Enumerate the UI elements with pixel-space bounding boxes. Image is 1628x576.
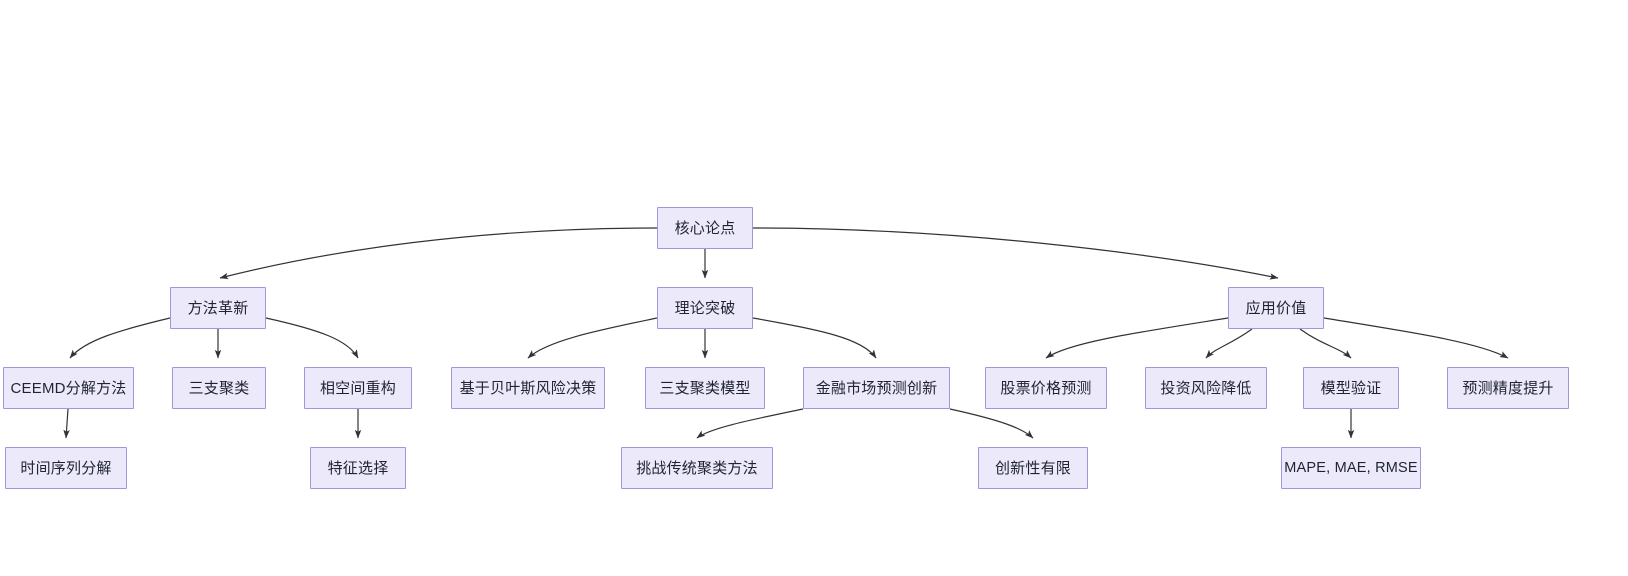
edge-m1-to-c1 bbox=[69, 317, 171, 359]
node-label-c9: 模型验证 bbox=[1320, 379, 1382, 397]
node-label-d2: 特征选择 bbox=[327, 459, 389, 477]
node-label-d1: 时间序列分解 bbox=[20, 459, 112, 477]
edge-root-to-m1 bbox=[219, 227, 658, 280]
node-label-c8: 投资风险降低 bbox=[1160, 379, 1252, 397]
node-label-m1: 方法革新 bbox=[187, 299, 249, 317]
node-label-c1: CEEMD分解方法 bbox=[10, 379, 127, 397]
node-label-c5: 三支聚类模型 bbox=[659, 379, 751, 397]
node-label-c10: 预测精度提升 bbox=[1462, 379, 1554, 397]
edge-m3-to-c8 bbox=[1205, 328, 1253, 359]
node-c2[interactable]: 三支聚类 bbox=[172, 367, 266, 409]
node-label-c4: 基于贝叶斯风险决策 bbox=[459, 379, 597, 397]
node-c8[interactable]: 投资风险降低 bbox=[1145, 367, 1267, 409]
edge-m1-to-c3 bbox=[265, 317, 359, 359]
node-label-d4: 创新性有限 bbox=[994, 459, 1071, 477]
edge-c6-to-d3 bbox=[696, 408, 804, 439]
edge-root-to-m3 bbox=[752, 227, 1279, 280]
edge-c6-to-d4 bbox=[949, 408, 1034, 439]
node-label-c7: 股票价格预测 bbox=[1000, 379, 1092, 397]
node-c9[interactable]: 模型验证 bbox=[1303, 367, 1399, 409]
node-label-c6: 金融市场预测创新 bbox=[815, 379, 938, 397]
node-root[interactable]: 核心论点 bbox=[657, 207, 753, 249]
node-m2[interactable]: 理论突破 bbox=[657, 287, 753, 329]
node-c10[interactable]: 预测精度提升 bbox=[1447, 367, 1569, 409]
edge-m3-to-c10 bbox=[1323, 317, 1509, 359]
node-c4[interactable]: 基于贝叶斯风险决策 bbox=[451, 367, 605, 409]
node-c6[interactable]: 金融市场预测创新 bbox=[803, 367, 950, 409]
node-label-m2: 理论突破 bbox=[674, 299, 736, 317]
edge-c1-to-d1 bbox=[63, 408, 70, 439]
edge-m2-to-c4 bbox=[527, 317, 658, 359]
node-d4[interactable]: 创新性有限 bbox=[978, 447, 1088, 489]
node-label-d5: MAPE, MAE, RMSE bbox=[1284, 459, 1418, 476]
node-c7[interactable]: 股票价格预测 bbox=[985, 367, 1107, 409]
node-m3[interactable]: 应用价值 bbox=[1228, 287, 1324, 329]
edge-m3-to-c9 bbox=[1299, 328, 1352, 359]
node-c1[interactable]: CEEMD分解方法 bbox=[3, 367, 134, 409]
node-label-m3: 应用价值 bbox=[1245, 299, 1307, 317]
node-c3[interactable]: 相空间重构 bbox=[304, 367, 412, 409]
node-d1[interactable]: 时间序列分解 bbox=[5, 447, 127, 489]
node-d2[interactable]: 特征选择 bbox=[310, 447, 406, 489]
node-d5[interactable]: MAPE, MAE, RMSE bbox=[1281, 447, 1421, 489]
node-label-root: 核心论点 bbox=[674, 219, 736, 237]
edges-group bbox=[63, 227, 1509, 439]
node-m1[interactable]: 方法革新 bbox=[170, 287, 266, 329]
node-label-c3: 相空间重构 bbox=[319, 379, 396, 397]
node-c5[interactable]: 三支聚类模型 bbox=[645, 367, 765, 409]
edge-m2-to-c6 bbox=[752, 317, 877, 359]
node-label-d3: 挑战传统聚类方法 bbox=[636, 459, 758, 477]
node-d3[interactable]: 挑战传统聚类方法 bbox=[621, 447, 773, 489]
node-label-c2: 三支聚类 bbox=[188, 379, 250, 397]
edge-m3-to-c7 bbox=[1045, 317, 1229, 359]
